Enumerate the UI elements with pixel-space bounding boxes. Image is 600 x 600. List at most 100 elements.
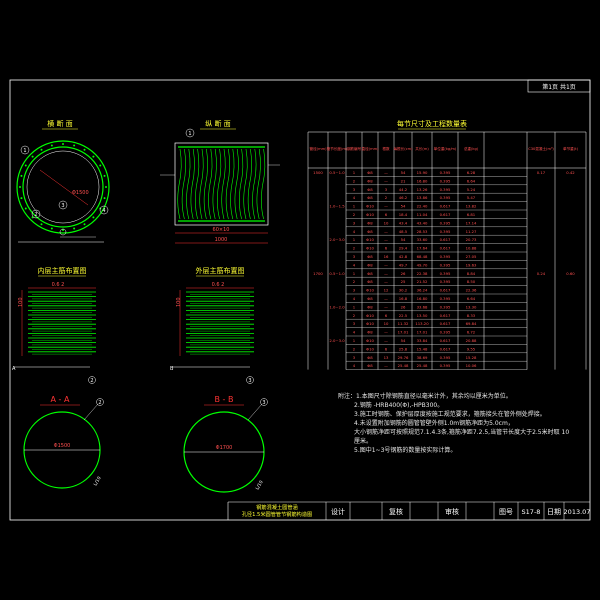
spiral-rebar-line [261, 148, 266, 220]
date-value: 2013.07 [564, 508, 591, 516]
spiral-rebar-line [190, 148, 195, 220]
drawing-no: S17-8 [522, 508, 541, 516]
table-cell: 13.26 [417, 187, 428, 192]
table-cell: 69.84 [466, 321, 477, 326]
ground-callout [59, 228, 67, 236]
note-line: 4.未设置附加钢筋的圆管管壁外侧1.0m钢筋净距为5.0cm， [354, 420, 514, 427]
outer-ring-rebar [16, 140, 110, 234]
drawing-no-label: 图号 [499, 508, 513, 516]
callout-2-text: 2 [34, 212, 37, 218]
longitudinal-section-view: 60×10 1000 [160, 142, 280, 244]
longitudinal-bar-dot [50, 144, 53, 147]
callout-3-text: 3 [61, 203, 64, 209]
table-cell: 10 [384, 220, 389, 225]
table-cell: 0.395 [440, 262, 451, 267]
cut-label-b: B [170, 366, 174, 372]
table-cell: 20.88 [466, 338, 477, 343]
table-cell: 16.80 [417, 296, 428, 301]
title-block: 钢筋混凝土圆管涵 孔径1.5米圆管管节钢筋构造图 设计 复核 审核 图号 S17… [227, 501, 591, 520]
table-title: 每节尺寸及工程数量表 [397, 119, 467, 128]
table-cell: 0.5~1.0 [329, 271, 345, 276]
elevation-dim-a: 60×10 [213, 227, 230, 233]
table-cell: — [384, 262, 388, 267]
table-cell: 15.90 [417, 170, 428, 175]
note-line: 厘米。 [354, 438, 373, 445]
outer-ring-side-dim: 100 [176, 297, 182, 307]
table-cell: 30.2 [399, 288, 408, 293]
longitudinal-bar-dot [103, 174, 106, 177]
table-header-cell: 单位重(kg/m) [434, 146, 457, 151]
table-cell: 46.2 [399, 195, 408, 200]
table-cell: Φ10 [366, 346, 374, 351]
longitudinal-bar-dot [40, 223, 43, 226]
section-b-callout [260, 398, 268, 406]
spiral-rebar-line [225, 148, 230, 220]
table-cell: 27.05 [466, 254, 477, 259]
table-cell: 26 [401, 304, 406, 309]
elevation-callout-1 [185, 128, 195, 138]
table-cell: — [384, 363, 388, 368]
note-line: 5.图中1~3号钢筋的数量按实际计算。 [354, 447, 457, 454]
table-cell: 8.33 [467, 313, 476, 318]
section-b-leader [247, 403, 263, 421]
section-b-title: B - B [215, 395, 234, 404]
table-cell: 1 [353, 271, 356, 276]
table-cell: Φ8 [367, 271, 373, 276]
table-cell: 0.395 [440, 296, 451, 301]
table-cell: 1 [353, 170, 356, 175]
table-header-cell: 总重(kg) [464, 146, 479, 151]
table-cell: 2 [385, 195, 388, 200]
table-cell: 0.617 [440, 237, 451, 242]
table-cell: 54 [401, 237, 406, 242]
table-cell: Φ10 [366, 237, 374, 242]
table-cell: 13.82 [466, 204, 477, 209]
table-cell: 0.395 [440, 355, 451, 360]
table-cell: 21.52 [417, 279, 428, 284]
table-cell: 0.395 [440, 304, 451, 309]
table-cell: 2 [353, 178, 356, 183]
table-cell: Φ8 [367, 187, 373, 192]
table-cell: 3 [353, 187, 356, 192]
table-cell: 13.86 [417, 195, 428, 200]
table-cell: 0.617 [440, 313, 451, 318]
table-cell: 17.01 [398, 330, 409, 335]
spiral-rebar-line [195, 148, 200, 220]
section-view-title: 横 断 面 [47, 119, 72, 128]
table-cell: Φ8 [367, 304, 373, 309]
table-cell: Φ8 [367, 330, 373, 335]
table-cell: 15.28 [466, 355, 477, 360]
table-cell: — [384, 178, 388, 183]
table-cell: Φ8 [367, 178, 373, 183]
table-cell: 1.0~2.0 [329, 304, 345, 309]
table-cell: 0.395 [440, 330, 451, 335]
elevation-view-title: 纵 断 面 [205, 119, 230, 128]
table-cell: 3 [353, 220, 356, 225]
table-cell: 1 [353, 237, 356, 242]
table-cell: 2 [353, 279, 356, 284]
table-cell: 6.64 [467, 178, 476, 183]
table-cell: 11.27 [466, 229, 477, 234]
inner-ring-callout-text: 2 [90, 378, 93, 384]
pipe-outline [174, 142, 269, 226]
table-cell: 3 [353, 254, 356, 259]
table-cell: 6 [385, 212, 388, 217]
section-a-ldim: L/10 [93, 475, 103, 487]
outer-ring-rebar-layout [179, 287, 254, 356]
callout-4 [99, 205, 109, 215]
table-cell: 17.64 [417, 246, 428, 251]
table-cell: 5.47 [467, 195, 476, 200]
spiral-rebar-line [217, 148, 222, 220]
longitudinal-bar-dot [83, 223, 86, 226]
inner-ring-title: 内层主筋布置图 [38, 266, 87, 275]
table-cell: 6 [385, 346, 388, 351]
table-cell: 15.48 [417, 346, 428, 351]
longitudinal-bar-dot [92, 155, 95, 158]
table-cell: 0.395 [440, 279, 451, 284]
table-cell: 6 [385, 313, 388, 318]
section-a-callout-text: 2 [98, 400, 101, 406]
spiral-rebar-line [230, 148, 235, 220]
longitudinal-bar-dot [103, 197, 106, 200]
drawing-title-line2: 孔径1.5米圆管管节钢筋构造图 [242, 510, 313, 518]
review-label: 审核 [445, 507, 459, 516]
table-cell: 33.84 [417, 338, 428, 343]
